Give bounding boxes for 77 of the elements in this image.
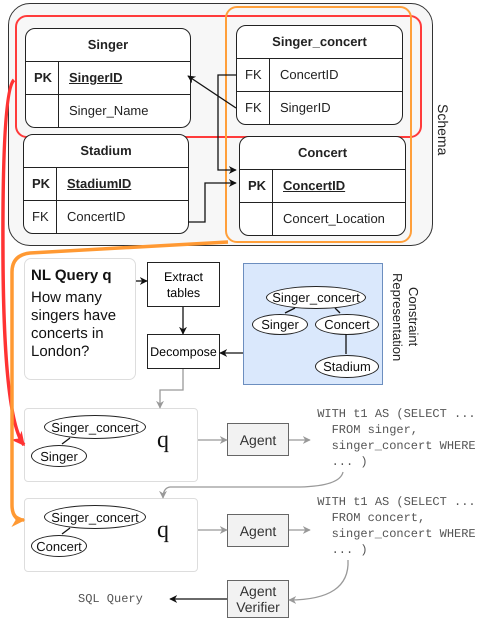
table-ellipse (31, 445, 87, 467)
box-label: Agent (238, 432, 278, 448)
arrow (136, 277, 148, 285)
query-card (24, 258, 136, 380)
ellipse-label: Singer_concert (51, 510, 139, 524)
table-header: Singer (86, 37, 130, 52)
field-name: ConcertID (280, 67, 339, 82)
table-ellipse (315, 355, 379, 378)
field-name: StadiumID (67, 176, 132, 191)
connector-line (345, 334, 347, 354)
box-label: Agent (238, 522, 278, 538)
key-label: FK (245, 100, 262, 114)
code-text: WITH t1 AS (SELECT ... FROM singer, singer_concert WHERE ... ) (310, 406, 492, 470)
arrow (288, 560, 349, 604)
ellipse-label: Singer_concert (272, 290, 360, 305)
ellipse-label: Singer (40, 448, 78, 464)
table-ellipse (315, 314, 379, 335)
arrow (179, 307, 187, 335)
field-name: Singer_Name (69, 102, 148, 118)
subquery-card (24, 408, 198, 482)
table-header: Concert (296, 145, 348, 160)
output-text: SQL Query (78, 591, 144, 606)
box-label: Extract tables (163, 268, 204, 300)
agent-box (227, 514, 289, 547)
arrow (169, 595, 227, 603)
arrow (156, 369, 184, 409)
field-name: SingerID (69, 70, 122, 85)
table-card (236, 25, 403, 125)
arrow (217, 74, 237, 174)
ellipse-label: Stadium (323, 359, 371, 374)
process-box (147, 262, 220, 307)
arrow (219, 349, 243, 357)
arrow (289, 436, 311, 444)
arrow (289, 526, 311, 534)
table-header: Stadium (79, 143, 133, 158)
key-label: FK (245, 67, 262, 82)
arrow (188, 179, 237, 223)
arrow (159, 472, 344, 499)
key-label: PK (34, 70, 52, 85)
ellipse-label: Concert (36, 538, 82, 554)
connector-line (334, 308, 340, 314)
field-name: ConcertID (283, 178, 346, 193)
panel-title: Constraint Representation (389, 272, 421, 364)
arrow (198, 436, 228, 444)
key-label: FK (32, 208, 49, 224)
box-label: Decompose (149, 344, 218, 360)
field-name: Concert_Location (283, 210, 385, 226)
subquery-card (24, 498, 198, 572)
ellipse-label: Concert (324, 317, 370, 332)
arrow (198, 526, 228, 534)
connector-line (62, 527, 70, 535)
box-label: Agent Verifier (235, 583, 281, 615)
arrow (10, 240, 228, 526)
field-name: SingerID (280, 100, 331, 114)
ellipse-label: Singer_concert (51, 420, 139, 434)
table-header: Singer_concert (271, 34, 368, 49)
query-symbol: q (157, 517, 169, 544)
table-card (239, 136, 406, 236)
key-label: PK (32, 176, 50, 191)
query-symbol: q (157, 427, 169, 454)
connector-line (284, 307, 296, 314)
key-label: PK (248, 178, 266, 193)
arrow (1, 79, 26, 446)
field-name: ConcertID (67, 208, 126, 224)
code-text: WITH t1 AS (SELECT ... FROM concert, singer_concert WHERE ... ) (310, 494, 492, 558)
agent-box (227, 423, 289, 456)
connector-line (62, 437, 70, 445)
panel-title: Schema (435, 104, 451, 156)
process-box (147, 334, 220, 369)
table-card (23, 134, 189, 234)
agent-box (227, 580, 289, 618)
table-ellipse (31, 535, 87, 557)
arrow (187, 75, 236, 109)
query-text: How many singers have concerts in London? (31, 289, 118, 361)
query-title: NL Query q (31, 267, 113, 284)
table-card (25, 28, 191, 128)
ellipse-label: Singer (261, 317, 299, 332)
